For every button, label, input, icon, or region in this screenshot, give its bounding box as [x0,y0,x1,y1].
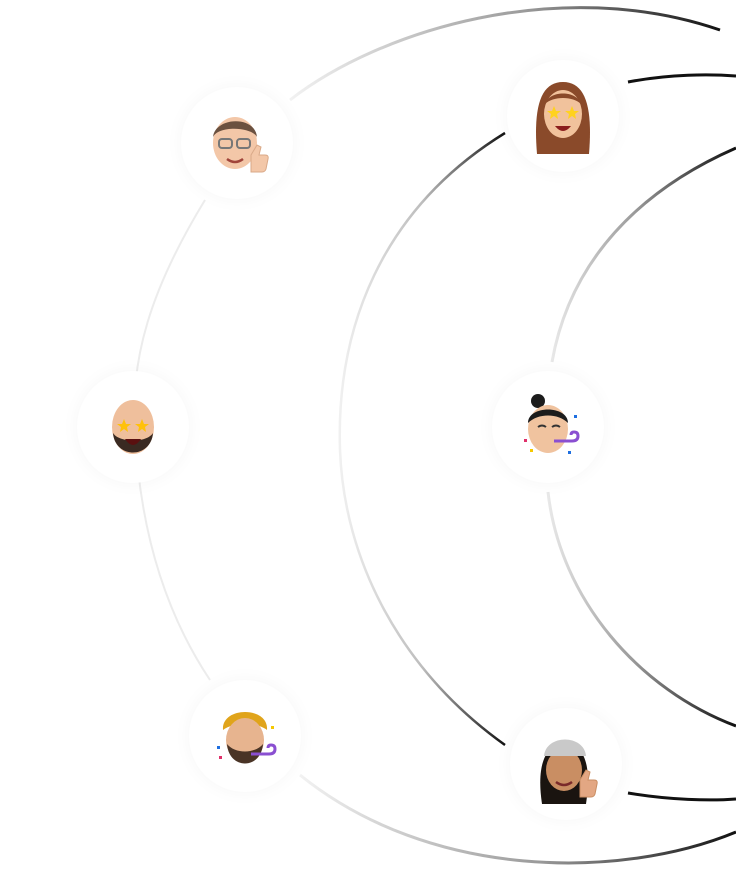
orbit-middle [338,131,506,747]
orbit-inner-bottom [546,491,736,728]
orbit-middle-bottom [627,791,736,802]
orbit-middle-top [627,73,736,84]
memoji-bald-star-eyes-icon [112,400,154,454]
avatar-5[interactable] [189,680,301,792]
orbit-outer [289,6,721,102]
orbit-inner [550,146,736,363]
memoji-glasses-thumbs-up-icon [213,117,269,173]
avatar-2[interactable] [507,60,619,172]
orbit-outer-bottom [299,773,736,865]
avatar-6[interactable] [510,708,622,820]
avatar-1[interactable] [181,87,293,199]
avatar-4[interactable] [492,371,604,483]
memoji-turban-party-icon [217,712,277,764]
memoji-cap-thumbs-up-icon [540,739,598,804]
memoji-party-topknot-icon [524,394,580,454]
avatar-3[interactable] [77,371,189,483]
memoji-long-hair-star-eyes-icon [536,82,590,154]
